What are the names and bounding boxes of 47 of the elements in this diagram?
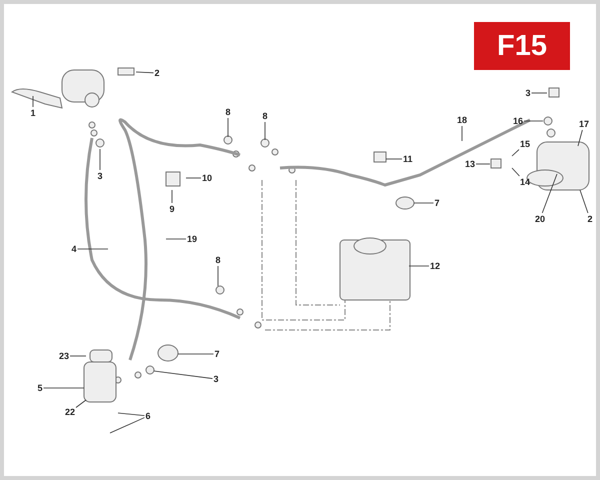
callout-number: 7 [434,198,440,208]
leader-line [76,400,86,408]
leader-line [136,72,154,74]
leader-line [154,370,213,379]
callout-number: 8 [226,107,231,117]
callout-number: 9 [170,204,175,214]
leader-line [166,238,186,240]
callout-number: 4 [72,244,77,254]
page-code-badge: F15 [474,22,570,70]
callout-number: 10 [202,173,212,183]
leader-line [110,417,145,434]
leader-line [414,202,434,204]
callout-number: 1 [30,108,36,118]
callout-number: 3 [526,88,531,98]
callout-number: 15 [520,139,530,149]
callout-number: 3 [98,171,103,181]
leader-line [578,130,583,146]
callout-number: 5 [38,383,43,393]
callout-number: 3 [214,374,219,384]
leader-line [118,412,145,416]
leader-line [531,92,548,94]
leader-line [512,149,520,156]
callout-number: 8 [262,111,268,121]
leader-line [542,174,558,214]
callout-number: 18 [457,115,468,125]
callout-number: 12 [430,261,440,271]
leader-line [32,96,34,108]
callout-number: 2 [588,214,593,224]
callout-number: 2 [154,68,160,78]
callout-number: 19 [187,234,198,244]
callout-number: 16 [513,116,524,126]
leader-line [386,158,402,160]
callout-number: 17 [579,119,590,129]
leader-line [512,168,520,176]
callout-number: 13 [465,159,476,169]
callout-number: 11 [403,154,413,164]
leader-line [264,122,266,140]
leader-line [580,190,588,214]
callout-number: 6 [146,411,151,421]
callout-number: 23 [59,351,70,361]
leader-line [524,120,544,122]
callout-number: 22 [65,407,76,417]
leader-line [77,248,108,250]
callout-number: 14 [520,177,530,187]
callout-number: 20 [535,214,546,224]
callout-number: 7 [214,349,220,359]
callout-number: 8 [216,255,221,265]
